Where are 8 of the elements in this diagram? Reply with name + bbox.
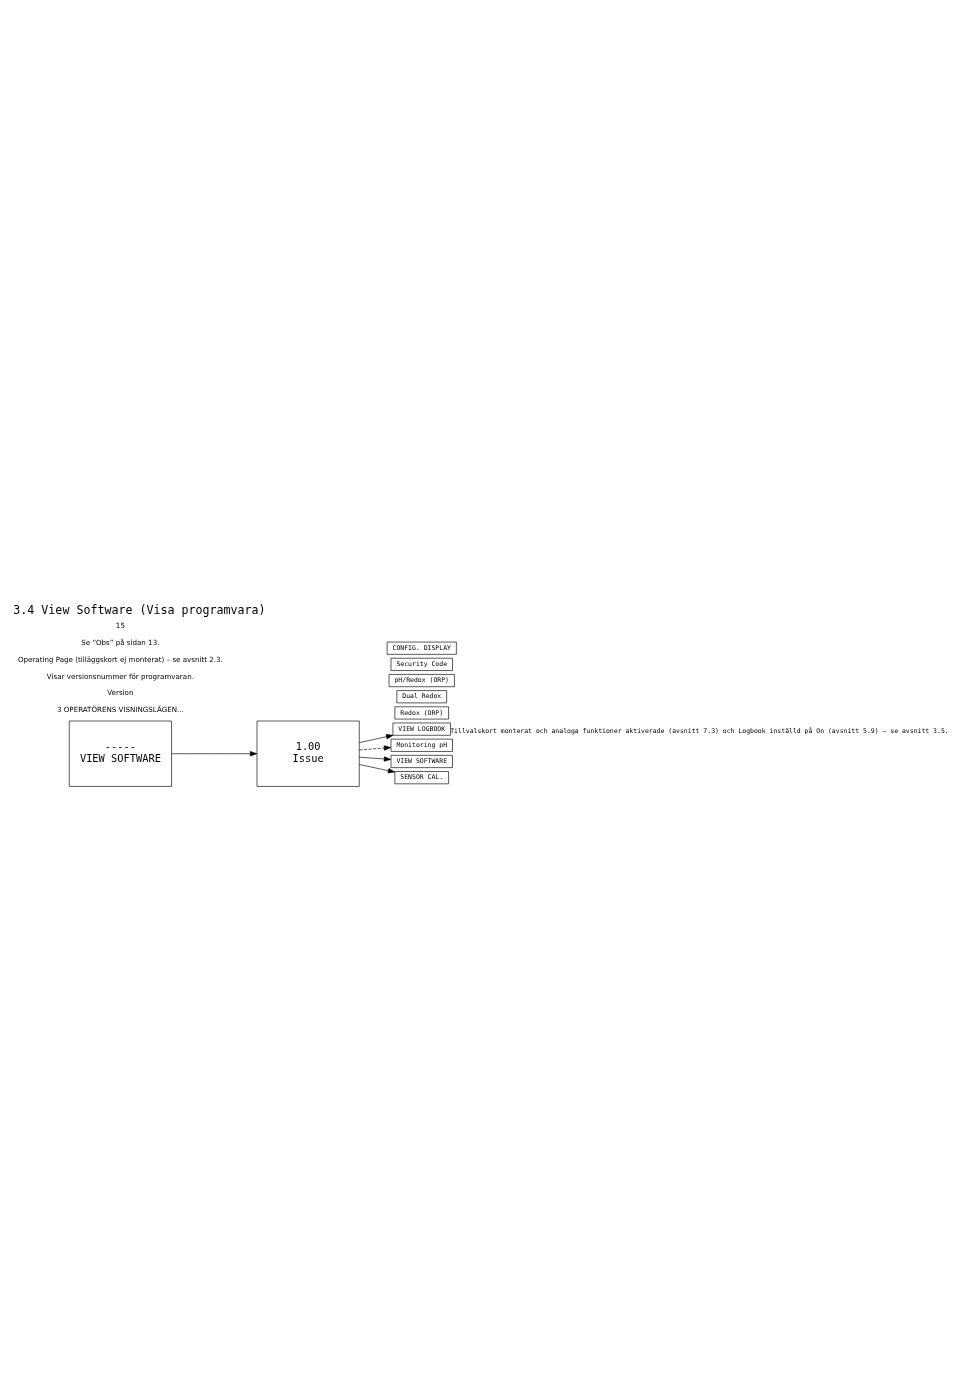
arrow	[359, 734, 394, 743]
node-box: 1.00 Issue	[256, 720, 360, 787]
diagram-title: 3.4 View Software (Visa programvara)	[13, 602, 266, 617]
arrow	[359, 764, 396, 774]
arrow	[359, 756, 392, 762]
node-box: ----- VIEW SOFTWARE	[68, 720, 172, 787]
arrow	[359, 745, 392, 751]
arrow	[171, 751, 258, 757]
